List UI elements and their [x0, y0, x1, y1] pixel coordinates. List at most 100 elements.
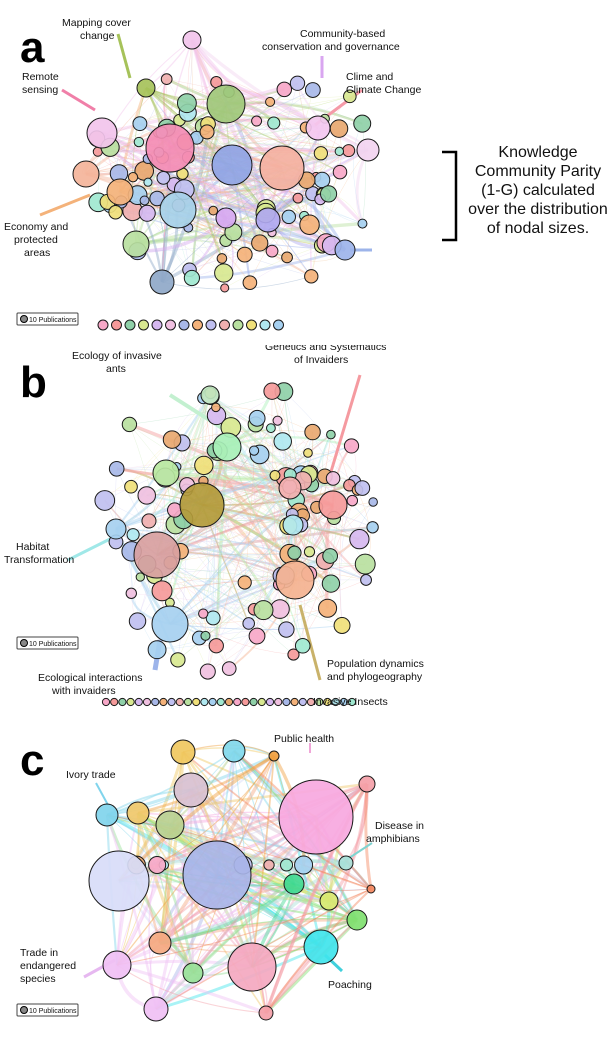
- network-node: [95, 803, 119, 827]
- network-node: [342, 144, 356, 158]
- legend-label-b: 10 Publications: [29, 641, 77, 648]
- edge: [311, 149, 369, 277]
- network-node: [343, 438, 360, 454]
- edge: [116, 964, 267, 1014]
- network-node: [220, 283, 230, 293]
- isolated-node: [175, 697, 184, 707]
- network-node: [183, 269, 200, 287]
- network-node: [133, 136, 145, 148]
- network-node: [349, 529, 370, 550]
- isolated-node: [233, 697, 242, 707]
- cluster-label-ivory: Ivory trade: [66, 769, 116, 781]
- network-node: [102, 950, 132, 980]
- isolated-node: [265, 697, 275, 707]
- edge: [115, 528, 367, 581]
- edge: [253, 450, 303, 646]
- isolated-node: [192, 697, 201, 707]
- edge: [104, 500, 280, 585]
- network-node: [138, 204, 156, 222]
- network-node: [215, 207, 237, 229]
- edge: [203, 465, 280, 585]
- network-node: [137, 486, 156, 505]
- edge: [192, 883, 295, 974]
- isolated-node: [205, 319, 217, 331]
- edge: [169, 554, 331, 626]
- legend-a: 10 Publications: [16, 312, 79, 326]
- network-node: [127, 171, 139, 183]
- cluster-label-poaching: Poaching: [328, 979, 372, 991]
- edge: [286, 864, 358, 921]
- edge: [115, 394, 211, 530]
- edge: [203, 96, 350, 127]
- isolated-node: [347, 697, 357, 707]
- network-node: [354, 480, 371, 496]
- edge: [154, 861, 348, 1011]
- network-node: [303, 546, 316, 558]
- edge: [307, 452, 360, 540]
- network-node: [299, 214, 320, 235]
- edge: [170, 562, 206, 636]
- network-node: [287, 545, 302, 560]
- network-node: [108, 205, 123, 220]
- network-node: [148, 931, 172, 955]
- edge: [116, 863, 288, 966]
- isolated-node: [200, 697, 209, 707]
- network-node: [160, 73, 173, 86]
- edge: [361, 123, 366, 224]
- arrow-insects: [298, 604, 322, 681]
- network-node: [152, 459, 180, 487]
- edge: [182, 751, 372, 890]
- edge: [140, 576, 200, 639]
- arrow-genetics: [328, 374, 362, 476]
- isolated-node: [232, 319, 244, 331]
- network-node: [86, 117, 118, 149]
- network-node: [269, 469, 281, 481]
- edge: [162, 563, 366, 592]
- nodes-a: [72, 30, 380, 295]
- edge: [364, 783, 373, 890]
- network-node: [155, 810, 185, 840]
- edge: [182, 751, 295, 885]
- edge: [157, 608, 328, 650]
- edge: [154, 789, 193, 1010]
- network-node: [148, 855, 167, 875]
- network-node: [147, 640, 167, 660]
- network-node: [338, 855, 354, 871]
- edge: [191, 39, 223, 259]
- network-node: [305, 115, 331, 141]
- cluster-label-insects: Invasive Insects: [313, 696, 388, 708]
- edge: [190, 103, 228, 279]
- isolated-node: [124, 319, 136, 331]
- network-node: [236, 246, 253, 263]
- isolated-node: [183, 697, 193, 707]
- network-node: [222, 739, 246, 763]
- network-node: [128, 612, 147, 630]
- network-node: [221, 661, 237, 676]
- isolated-node: [142, 697, 152, 707]
- network-node: [265, 96, 276, 107]
- network-node: [329, 119, 349, 138]
- edge: [191, 39, 290, 218]
- parity-bracket: [442, 150, 458, 242]
- network-node: [198, 608, 209, 619]
- edge: [339, 485, 350, 626]
- network-node: [176, 93, 197, 114]
- edge: [210, 395, 373, 528]
- isolated-node: [298, 697, 307, 707]
- edge: [221, 149, 369, 259]
- network-node: [281, 209, 297, 225]
- edge: [174, 415, 217, 511]
- edge: [264, 783, 369, 1014]
- edge: [242, 861, 347, 872]
- network-node: [194, 455, 214, 476]
- network-node: [94, 490, 116, 511]
- network-node: [334, 239, 356, 261]
- network-node: [303, 929, 339, 965]
- isolated-node: [192, 319, 203, 331]
- edge: [216, 475, 276, 646]
- edge: [190, 39, 271, 104]
- isolated-node: [208, 697, 217, 707]
